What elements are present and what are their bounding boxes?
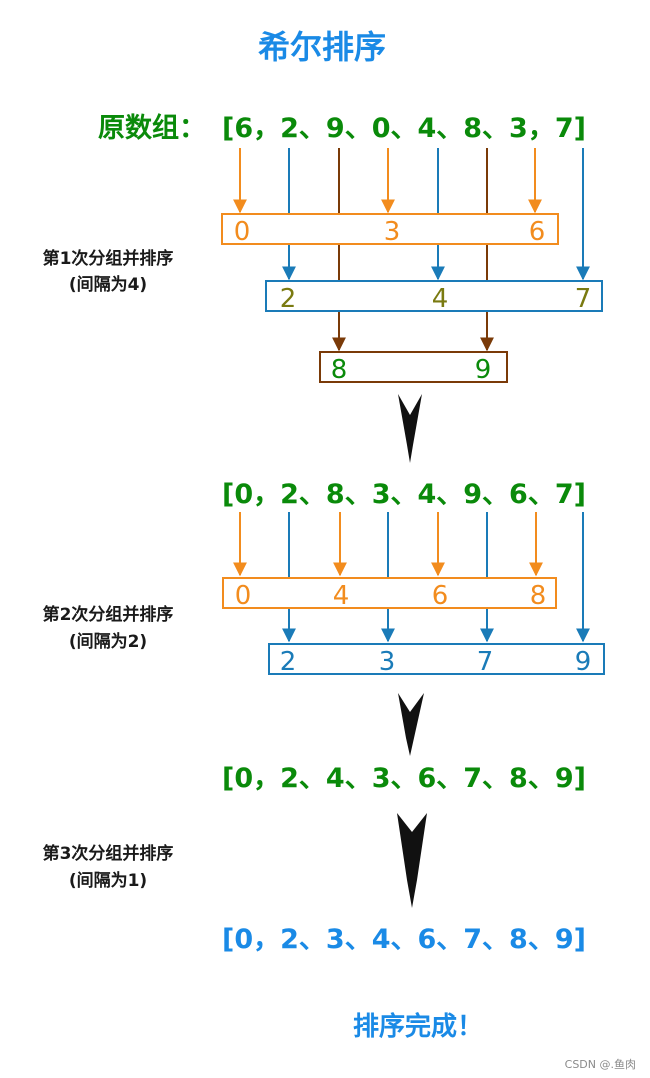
group-box-blue <box>265 280 603 312</box>
group-value: 9 <box>475 355 492 385</box>
group-box-brown <box>319 351 508 383</box>
pass-1-gap: (间隔为4) <box>69 274 147 295</box>
pass-2-gap: (间隔为2) <box>69 631 147 652</box>
pass-1-arrows <box>233 148 590 352</box>
sort-complete-text: 排序完成！ <box>353 1011 483 1042</box>
down-arrow-icon <box>398 394 422 463</box>
array-row-original: [6，2、9、0、4、8、3，7] <box>222 113 586 144</box>
group-value: 6 <box>529 217 546 247</box>
group-box-orange <box>221 213 559 245</box>
group-value: 2 <box>280 647 297 677</box>
group-value: 0 <box>235 581 252 611</box>
group-box-orange <box>222 577 557 609</box>
group-value: 0 <box>234 217 251 247</box>
pass-2-arrows <box>233 512 590 643</box>
pass-3-title: 第3次分组并排序 <box>43 843 174 864</box>
down-arrow-icon <box>397 813 427 908</box>
group-value: 4 <box>333 581 350 611</box>
group-value: 9 <box>575 647 592 677</box>
group-value: 3 <box>379 647 396 677</box>
group-value: 7 <box>477 647 494 677</box>
pass-1-title: 第1次分组并排序 <box>43 248 174 269</box>
group-value: 6 <box>432 581 449 611</box>
group-value: 7 <box>575 284 592 314</box>
pass-3-gap: (间隔为1) <box>69 870 147 891</box>
group-value: 3 <box>384 217 401 247</box>
group-value: 8 <box>530 581 547 611</box>
group-value: 2 <box>280 284 297 314</box>
group-box-blue <box>268 643 605 675</box>
array-row-after-pass-1: [0，2、8、3、4、9、6、7] <box>222 479 586 510</box>
array-row-after-pass-2: [0，2、4、3、6、7、8、9] <box>222 763 586 794</box>
diagram-title: 希尔排序 <box>258 28 386 66</box>
watermark: CSDN @.鱼肉 <box>565 1057 636 1071</box>
original-array-label: 原数组： <box>98 112 206 144</box>
group-value: 8 <box>331 355 348 385</box>
down-arrow-icon <box>398 693 424 756</box>
array-row-sorted: [0，2、3、4、6、7、8、9] <box>222 924 586 955</box>
group-value: 4 <box>432 284 449 314</box>
pass-2-title: 第2次分组并排序 <box>43 604 174 625</box>
